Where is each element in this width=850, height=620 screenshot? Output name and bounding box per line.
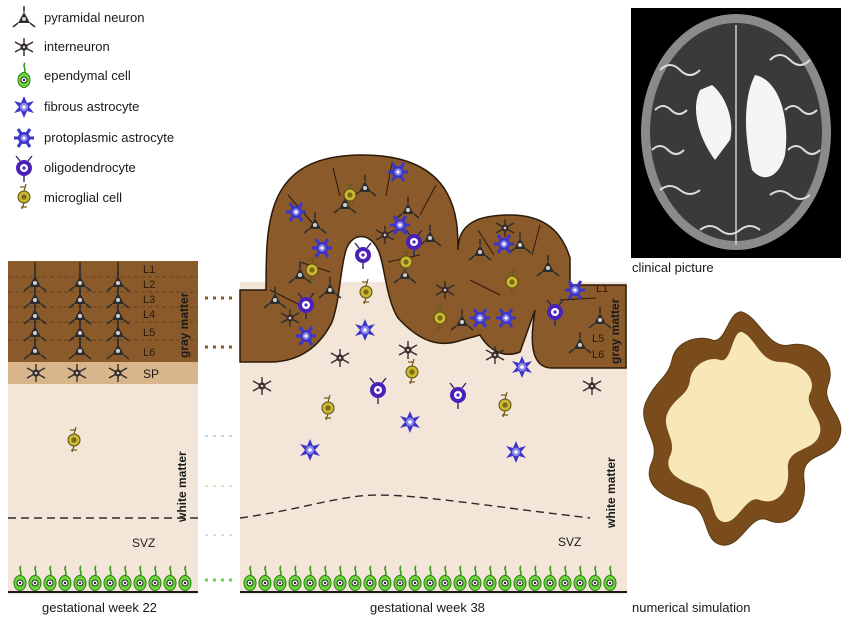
clinical-caption: clinical picture [632,260,714,275]
svg-text:L6: L6 [592,349,604,361]
svg-text:L1: L1 [596,283,608,295]
microglial-cell-icon [18,184,30,209]
legend-label: oligodendrocyte [44,160,136,175]
oligodendrocyte-icon [16,156,32,182]
protoplasmic-astrocyte-icon [14,129,34,147]
legend-item-fibrous-astrocyte: fibrous astrocyte [14,96,139,118]
white-matter-label: white matter [604,457,618,529]
legend-label: protoplasmic astrocyte [44,130,174,145]
svg-text:L4: L4 [143,309,155,321]
clinical-picture: clinical picture [631,8,841,275]
legend-item-oligodendrocyte: oligodendrocyte [16,156,136,182]
svg-text:L5: L5 [592,333,604,345]
legend-label: microglial cell [44,190,122,205]
ependymal-cell-icon [18,63,30,88]
week38-caption: gestational week 38 [370,600,485,615]
pyramidal-neuron-icon [13,6,35,27]
legend-label: interneuron [44,39,110,54]
svg-text:L1: L1 [143,264,155,276]
legend-item-pyramidal-neuron: pyramidal neuron [13,6,144,27]
subplate-label: SP [143,367,159,381]
legend: pyramidal neuron interneuron ependymal c… [13,6,174,209]
legend-label: fibrous astrocyte [44,99,139,114]
white-matter-label: white matter [175,451,189,523]
simulation-caption: numerical simulation [632,600,751,615]
svz-label: SVZ [558,535,581,549]
legend-item-protoplasmic-astrocyte: protoplasmic astrocyte [14,129,174,147]
svg-text:L3: L3 [143,294,155,306]
svg-text:L6: L6 [143,347,155,359]
gray-matter-label: gray matter [608,298,622,364]
legend-label: pyramidal neuron [44,10,144,25]
svg-text:L2: L2 [143,279,155,291]
week22-caption: gestational week 22 [42,600,157,615]
week22-panel: L1 L2 L3 L4 L5 L6 gray matter SP white m… [8,261,198,615]
gray-matter-label: gray matter [177,292,191,358]
interneuron-icon [15,38,33,56]
svg-text:L5: L5 [143,327,155,339]
fibrous-astrocyte-icon [14,96,34,118]
white-matter-band [8,384,198,594]
legend-item-ependymal-cell: ependymal cell [18,63,131,88]
numerical-simulation: numerical simulation [632,312,841,615]
legend-item-microglial-cell: microglial cell [18,184,122,209]
svz-label: SVZ [132,536,155,550]
legend-item-interneuron: interneuron [15,38,110,56]
legend-label: ependymal cell [44,68,131,83]
connector-dots [205,298,235,580]
week38-panel: L1 L5 L6 gray matter white matter SVZ ge… [240,155,627,615]
